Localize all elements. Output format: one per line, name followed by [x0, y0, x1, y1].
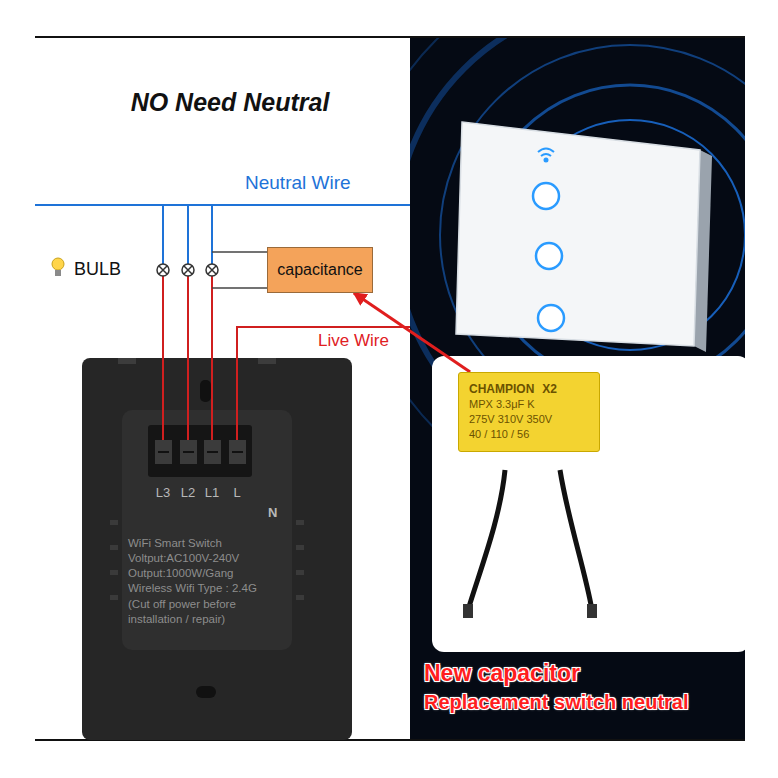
- callout-text: New capacitor: [424, 660, 580, 686]
- drawing-part: [207, 451, 218, 453]
- bulb-label: BULB: [74, 259, 121, 280]
- drawing-part: [296, 545, 304, 550]
- drawing-part: [211, 205, 213, 264]
- glass-switch: [456, 122, 700, 346]
- node-text: 275V 310V 350V: [469, 412, 589, 427]
- lead-tip: [587, 604, 597, 618]
- callout-text: Replacement switch neutral: [424, 691, 689, 714]
- terminal-label: L: [233, 486, 240, 501]
- touch-button: [536, 243, 562, 269]
- node-text: 40 / 110 / 56: [469, 427, 589, 442]
- drawing-part: [110, 545, 118, 550]
- terminal-label: L1: [205, 486, 219, 501]
- node-text: X2: [542, 382, 557, 397]
- drawing-part: [187, 205, 189, 264]
- touch-buttons: [533, 183, 564, 331]
- drawing-part: [110, 520, 118, 525]
- drawing-part: [157, 264, 169, 276]
- drawing-part: [110, 595, 118, 600]
- terminal-label: N: [268, 506, 277, 521]
- body-tab: [258, 358, 276, 364]
- drawing-part: [206, 264, 218, 276]
- terminal-label: L3: [156, 486, 170, 501]
- body-tab: [118, 358, 136, 364]
- module-housing: [122, 410, 292, 650]
- node-text: WiFi Smart Switch: [128, 536, 293, 551]
- drawing-part: [162, 205, 164, 264]
- lamp-symbols: [157, 264, 218, 276]
- inset-box: [432, 356, 750, 652]
- vent-ridges: [110, 520, 304, 600]
- switch-label-area: WiFi Smart SwitchVoltput:AC100V-240VOutp…: [128, 536, 293, 627]
- node-text: (Cut off power before installation / rep…: [128, 597, 293, 627]
- drawing-part: [55, 270, 61, 276]
- neutral-drops: [163, 205, 212, 264]
- diagram-title: NO Need Neutral: [131, 88, 330, 117]
- bulb-icon: [52, 258, 64, 276]
- capacitor-body: CHAMPION X2MPX 3.3μF K275V 310V 350V40 / …: [458, 372, 600, 452]
- drawing-part: [52, 258, 64, 270]
- wire-label: Live Wire: [318, 331, 389, 351]
- node-text: capacitance: [277, 261, 362, 279]
- switch-back: [82, 358, 352, 740]
- wifi-arc: [541, 154, 551, 156]
- drawing-part: [204, 440, 221, 464]
- drawing-part: [155, 440, 172, 464]
- node-text: Wireless Wifi Type : 2.4G: [128, 581, 293, 596]
- neutral-wire: [35, 204, 410, 206]
- capacitor-lead: [560, 470, 592, 610]
- capacitor-lead: [468, 470, 505, 610]
- drawing-part: [212, 287, 275, 289]
- drawing-part: [296, 595, 304, 600]
- node-text: Voltput:AC100V-240V: [128, 551, 293, 566]
- capacitor-wires: [212, 252, 275, 288]
- drawing-part: [296, 520, 304, 525]
- drawing-part: [184, 266, 192, 274]
- drawing-part: [187, 276, 189, 448]
- drawing-part: [182, 264, 194, 276]
- wifi-arc: [538, 149, 554, 153]
- lead-tip: [463, 604, 473, 618]
- drawing-part: [229, 440, 246, 464]
- live-wire: [237, 327, 410, 448]
- drawing-part: [183, 451, 194, 453]
- node-text: Output:1000W/Gang: [128, 566, 293, 581]
- load-wires: [163, 276, 212, 448]
- drawing-part: [159, 266, 167, 274]
- mount-hole: [200, 380, 211, 402]
- drawing-part: [162, 276, 164, 448]
- drawing-part: [158, 451, 169, 453]
- drawing-part: [110, 570, 118, 575]
- wifi-dot: [545, 159, 548, 162]
- terminal-label: L2: [181, 486, 195, 501]
- touch-button: [533, 183, 559, 209]
- drawing-part: [208, 266, 216, 274]
- mount-hole: [196, 686, 216, 698]
- drawing-part: [180, 440, 197, 464]
- touch-button: [538, 305, 564, 331]
- wifi-icon: [538, 149, 554, 162]
- drawing-part: [212, 251, 275, 253]
- node-text: MPX 3.3μF K: [469, 397, 589, 412]
- drawing-part: [211, 276, 213, 448]
- capacitor-box: capacitance: [267, 247, 372, 293]
- node-text: CHAMPION: [469, 382, 534, 397]
- frame-line: [35, 36, 745, 38]
- drawing-part: [296, 570, 304, 575]
- terminal-screws: [155, 440, 246, 464]
- drawing-part: [232, 451, 243, 453]
- wire-label: Neutral Wire: [245, 172, 351, 194]
